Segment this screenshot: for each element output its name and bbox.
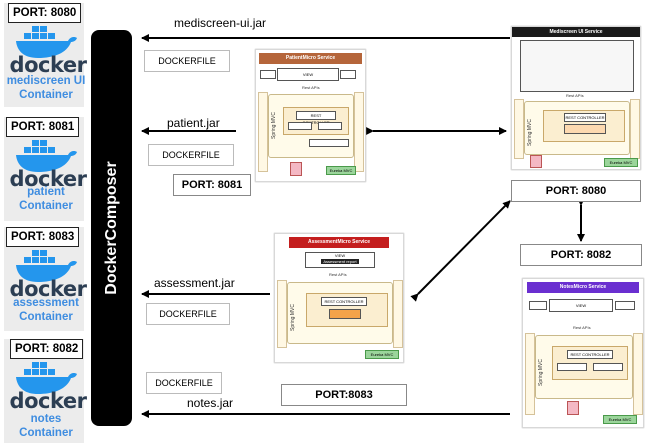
ui-spring-body: Spring MVC REST CONTROLLER [524,101,630,155]
container-name: assessment [13,297,79,309]
container-port-label: PORT: 8081 [6,117,80,137]
docker-wordmark: docker [9,277,87,301]
dockerfile-box-assessment: DOCKERFILE [146,303,230,325]
container-name-suffix: Container [19,89,73,101]
ui-side-panel [514,99,524,159]
patient-spring-label: Spring MVC [271,112,277,139]
container-port-label: PORT: 8080 [8,3,82,23]
port-box-ui: PORT: 8080 [511,180,641,202]
ui-database-box [530,155,542,168]
container-name: mediscreen UI [6,75,86,87]
notes-spring-body: Spring MVC REST CONTROLLER [535,335,633,399]
container-name-suffix: Container [19,427,73,439]
patient-view-box: VIEW [277,68,339,81]
docker-whale-icon [16,362,77,394]
patient-database-box [290,162,302,176]
patient-inner-layer: REST CONTROLLER [283,107,349,135]
ui-spring-label: Spring MVC [527,119,533,146]
patient-diagram-box [318,122,342,130]
patient-controller-box: REST CONTROLLER [296,111,336,125]
docker-whale-icon [16,140,77,172]
assessment-footer-box: Eureka MVC [365,350,399,359]
patient-diagram-box [288,122,312,130]
patient-side-panel [354,92,364,172]
patient-diagram-box [309,139,349,147]
notes-diagram-box [557,363,587,371]
dockerfile-box-patient: DOCKERFILE [148,144,234,166]
notes-service-diagram: NotesMicro Service VIEW Rest APIs Spring… [522,278,644,428]
container-name-suffix: Container [19,200,73,212]
docker-wordmark: docker [9,389,87,413]
ui-inner-layer: REST CONTROLLER [543,110,625,142]
assessment-report-label: Assessment report [321,259,359,264]
assessment-controller-box: REST CONTROLLER [321,297,367,306]
assessment-inner-layer: REST CONTROLLER [306,293,388,327]
notes-rest-apis-label: Rest APIs [573,325,591,330]
container-name: notes [30,413,62,425]
notes-diagram-box [593,363,623,371]
container-port-label: PORT: 8083 [6,227,80,247]
port-box-notes: PORT: 8082 [520,244,642,266]
docker-composer-bar: DockerComposer [91,30,132,426]
patient-footer-box: Eureka MVC [326,166,356,175]
assessment-spring-label: Spring MVC [290,304,296,331]
assessment-view-box: VIEW Assessment report [305,252,375,268]
docker-whale-icon [16,26,77,58]
ui-service-diagram: Mediscreen UI Service Rest APIs Spring M… [511,26,641,170]
jar-label-ui: mediscreen-ui.jar [174,16,267,30]
jar-label-assessment: assessment.jar [154,276,235,290]
notes-inner-layer: REST CONTROLLER [552,346,628,380]
jar-label-patient: patient.jar [167,116,220,130]
port-box-assessment: PORT:8083 [281,384,407,406]
notes-view-box: VIEW [549,299,613,312]
ui-diagram-box [564,124,606,134]
assessment-rest-apis-label: Rest APIs [329,272,347,277]
container-notes: PORT: 8082 docker notes Container [4,339,87,443]
ui-side-panel [630,99,640,159]
docker-whale-icon [16,250,77,282]
notes-diagram-box [529,301,547,310]
container-assessment: PORT: 8083 docker assessment Container [4,227,87,331]
ui-footer-box: Eureka MVC [604,158,638,167]
notes-controller-box: REST CONTROLLER [567,350,613,359]
notes-diagram-box [615,301,635,310]
dockerfile-box-notes: DOCKERFILE [146,372,222,394]
container-name: patient [27,186,65,198]
patient-rest-apis-label: Rest APIs [302,85,320,90]
patient-spring-body: Spring MVC REST CONTROLLER [268,94,354,158]
assessment-diagram-box [329,309,361,319]
ui-rest-apis-label: Rest APIs [566,93,584,98]
patient-service-title: PatientMicro Service [259,53,362,64]
dockerfile-box-ui: DOCKERFILE [144,50,230,72]
container-name-suffix: Container [19,311,73,323]
notes-side-panel [525,333,535,415]
ui-controller-box: REST CONTROLLER [564,113,606,122]
patient-diagram-box [260,70,276,79]
ui-service-title: Mediscreen UI Service [512,27,640,37]
container-port-label: PORT: 8082 [10,339,84,359]
docker-wordmark: docker [9,167,87,191]
container-mediscreen-ui: PORT: 8080 docker mediscreen UI Containe… [4,3,87,107]
assessment-side-panel [393,280,403,348]
container-patient: PORT: 8081 docker patient Container [4,117,87,221]
ui-view-panel [520,40,634,92]
assessment-view-label: VIEW [334,253,346,258]
port-box-patient: PORT: 8081 [173,174,251,196]
notes-database-box [567,401,579,415]
patient-service-diagram: PatientMicro Service VIEW Rest APIs Spri… [255,49,366,182]
notes-service-title: NotesMicro Service [527,282,639,293]
docker-wordmark: docker [9,53,87,77]
patient-side-panel [258,92,268,172]
assessment-service-diagram: AssessmentMicro Service VIEW Assessment … [274,233,404,363]
assessment-service-title: AssessmentMicro Service [289,237,389,248]
assessment-spring-body: Spring MVC REST CONTROLLER [287,282,393,344]
assessment-side-panel [277,280,287,348]
jar-label-notes: notes.jar [187,396,234,410]
patient-diagram-box [340,70,356,79]
notes-footer-box: Eureka MVC [603,415,637,424]
arrow-assessment-ui [410,200,511,302]
notes-side-panel [633,333,643,415]
notes-spring-label: Spring MVC [538,359,544,386]
